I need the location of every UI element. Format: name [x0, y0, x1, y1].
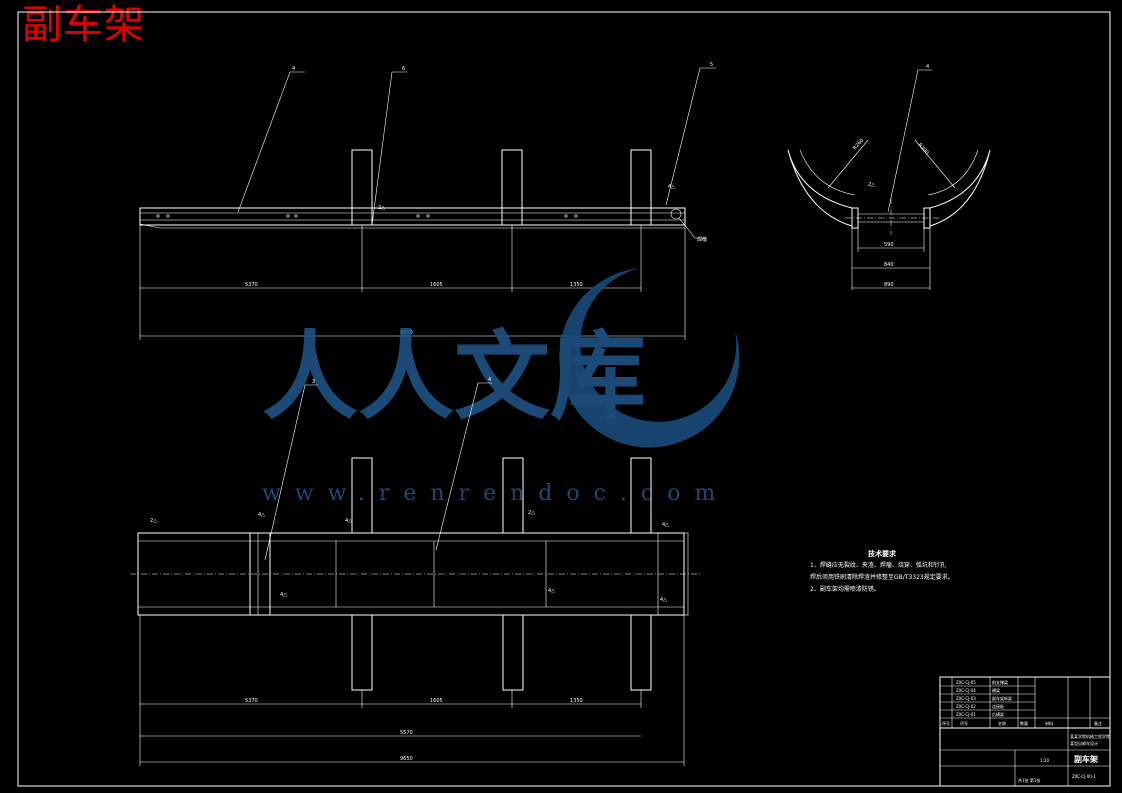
tb-h-code: 代号: [960, 720, 968, 726]
drawing-title: 副车架: [22, 2, 145, 48]
weld-top-2: 4△: [668, 184, 675, 190]
post-3: [630, 149, 652, 226]
watermark-text: 人人文库: [262, 320, 646, 433]
tb-h-mat: 材料: [1045, 720, 1053, 726]
tb-project: 某型自卸车设计: [1070, 740, 1098, 746]
tb-h-note: 备注: [1094, 720, 1102, 726]
callout-end-1: 4: [926, 64, 929, 70]
weld-note: 焊缝: [697, 236, 707, 243]
dim-end-r1: R260: [852, 138, 865, 152]
callout-bot-1: 3: [312, 379, 315, 385]
tech-req-item-1: 1、焊缝应无裂纹、夹渣、焊瘤、烧穿、弧坑和针孔: [810, 562, 946, 569]
tb-row-code-4: ZXC-CJ-02: [956, 704, 976, 709]
dim-end-2: 840: [884, 262, 894, 268]
dim-top-1: 5370: [245, 282, 258, 288]
dim-bot-3: 1350: [570, 698, 583, 704]
dim-top-3: 1350: [570, 282, 583, 288]
dim-top-total: 9650: [400, 330, 413, 336]
tech-req-item-2: 焊后须用铁刷清除焊渣并修整至GB/T3323规定要求。: [810, 574, 954, 581]
tb-row-code-3: ZXC-CJ-03: [956, 696, 976, 701]
dim-end-r2: R300: [917, 142, 930, 156]
top-view: 5370 1605 1350 9650 4 6 5 2△ 4△ 焊缝: [139, 62, 716, 340]
tb-h-name: 名称: [998, 720, 1006, 726]
tb-row-name-2: 横梁: [992, 687, 1000, 693]
dim-end-3: 890: [884, 282, 894, 288]
tb-part-name: 副车架: [1074, 754, 1098, 764]
callout-top-3: 5: [710, 62, 713, 68]
weld-bot-2: 4△: [258, 512, 265, 518]
tech-req-heading: 技术要求: [868, 550, 896, 558]
tb-row-name-3: 副车架纵梁: [992, 695, 1012, 701]
tb-row-name-4: 连接板: [992, 703, 1004, 709]
dim-bot-2: 1605: [430, 698, 443, 704]
weld-bot-5: 4△: [662, 522, 669, 528]
weld-bot-7: 4△: [548, 588, 555, 594]
post-2: [501, 149, 523, 226]
callout-top-2: 6: [402, 66, 405, 72]
watermark: 人人文库 www.renrendoc.com: [262, 268, 740, 506]
tb-drawing-no: ZXC-CJ-00-1: [1072, 774, 1096, 779]
tb-h-qty: 数量: [1020, 720, 1028, 726]
tb-row-name-5: 后横梁: [992, 711, 1004, 717]
rail-top-view: [139, 207, 686, 226]
tech-req-item-3: 2、副车架均需喷漆防锈。: [810, 586, 880, 593]
weld-top-1: 2△: [378, 205, 385, 211]
callout-top-1: 4: [292, 66, 295, 72]
tb-row-code-5: ZXC-CJ-01: [956, 712, 976, 717]
tb-sheet: 共1张 第1张: [1018, 777, 1040, 783]
watermark-url: www.renrendoc.com: [262, 481, 729, 506]
dim-bot-1: 5370: [245, 698, 258, 704]
weld-bot-8: 4△: [660, 597, 667, 603]
dim-bot-4: 5570: [400, 730, 413, 736]
bottom-view: 5370 1605 1350 5570 9650 3 4 2△ 4△ 4△ 2△…: [130, 377, 700, 766]
title-block: ZXC-CJ-05 ZXC-CJ-04 ZXC-CJ-03 ZXC-CJ-02 …: [939, 676, 1111, 787]
callout-bot-2: 4: [488, 377, 491, 383]
tb-row-name-1: 前支撑梁: [992, 679, 1008, 685]
weld-end: 2△: [868, 182, 875, 188]
post-1: [351, 149, 373, 226]
tb-row-code-2: ZXC-CJ-04: [956, 688, 976, 693]
technical-requirements: 技术要求 1、焊缝应无裂纹、夹渣、焊瘤、烧穿、弧坑和针孔 焊后须用铁刷清除焊渣并…: [810, 548, 954, 596]
dim-bot-total: 9650: [400, 756, 413, 762]
weld-bot-4: 2△: [528, 510, 535, 516]
tb-h-no: 序号: [942, 720, 950, 726]
weld-bot-6: 4△: [280, 592, 287, 598]
tb-school: 某某学院机械工程学院: [1070, 733, 1110, 739]
end-view: 590 840 890 R260 R300 4 2△: [787, 64, 991, 290]
weld-bot-3: 4△: [345, 518, 352, 524]
weld-bot-1: 2△: [150, 518, 157, 524]
dim-top-2: 1605: [430, 282, 443, 288]
tb-scale: 1:20: [1040, 758, 1049, 763]
tb-row-code-1: ZXC-CJ-05: [956, 680, 976, 685]
drawing-border: [17, 11, 1111, 787]
dim-end-1: 590: [884, 242, 894, 248]
